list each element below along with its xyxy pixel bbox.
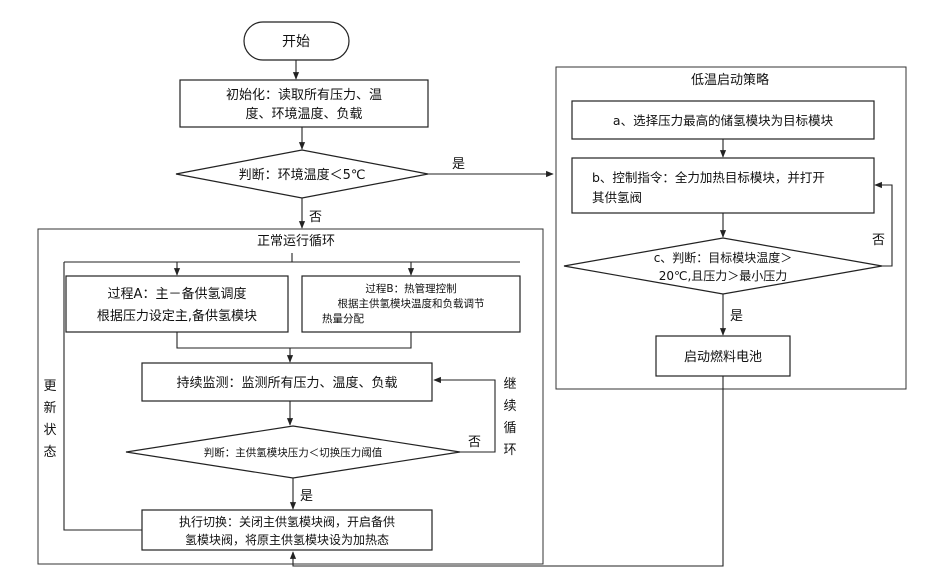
yes-label-switch: 是 [300, 489, 313, 504]
no-label-step-c: 否 [872, 233, 885, 248]
switch-action-line-2: 氢模块阀，将原主供氢模块设为加热态 [185, 532, 389, 547]
update-label-char-3: 状 [43, 423, 56, 438]
step-b-line-1: b、控制指令：全力加热目标模块，并打开 [592, 170, 825, 185]
update-label-char-1: 更 [43, 379, 56, 394]
process-a-line-2: 根据压力设定主,备供氢模块 [97, 308, 257, 324]
process-a-line-1: 过程A：主－备供氢调度 [108, 286, 247, 302]
step-c-line-1: c、判断：目标模块温度＞ [654, 250, 793, 265]
no-label-switch: 否 [468, 435, 481, 450]
continue-label-char-3: 循 [503, 421, 516, 436]
process-b-line-1: 过程B：热管理控制 [365, 282, 456, 295]
normal-loop-title: 正常运行循环 [257, 234, 335, 249]
line-process-merge [177, 332, 411, 348]
init-line-1: 初始化：读取所有压力、温 [226, 88, 382, 103]
no-label-env: 否 [309, 210, 322, 225]
arrow-step-c-no-loopback [875, 185, 892, 266]
switch-action-line-1: 执行切换：关闭主供氢模块阀，开启备供 [179, 514, 395, 529]
update-label-char-4: 态 [43, 445, 56, 460]
start-fuel-cell-label: 启动燃料电池 [684, 349, 762, 365]
process-b-line-2: 根据主供氢模块温度和负载调节 [338, 297, 485, 310]
process-b-line-3: 热量分配 [322, 312, 364, 325]
step-b-line-2: 其供氢阀 [592, 190, 642, 205]
arrow-switch-no-loopback [434, 380, 495, 452]
switch-decision-label: 判断：主供氢模块压力＜切换压力阈值 [204, 446, 383, 459]
env-temp-decision-label: 判断：环境温度＜5℃ [239, 167, 366, 183]
init-line-2: 度、环境温度、负载 [245, 106, 362, 122]
low-temp-title: 低温启动策略 [691, 72, 769, 88]
yes-label-step-c: 是 [730, 309, 743, 324]
monitor-label: 持续监测：监测所有压力、温度、负载 [176, 375, 397, 391]
step-c-decision [564, 238, 882, 294]
continue-label-char-4: 环 [503, 443, 516, 458]
step-c-line-2: 20℃,且压力＞最小压力 [659, 269, 788, 283]
yes-label-env: 是 [452, 157, 465, 172]
update-label-char-2: 新 [43, 400, 56, 416]
step-a-label: a、选择压力最高的储氢模块为目标模块 [613, 113, 834, 128]
continue-label-char-1: 继 [503, 377, 516, 392]
continue-label-char-2: 续 [503, 399, 516, 414]
start-label: 开始 [282, 34, 310, 50]
